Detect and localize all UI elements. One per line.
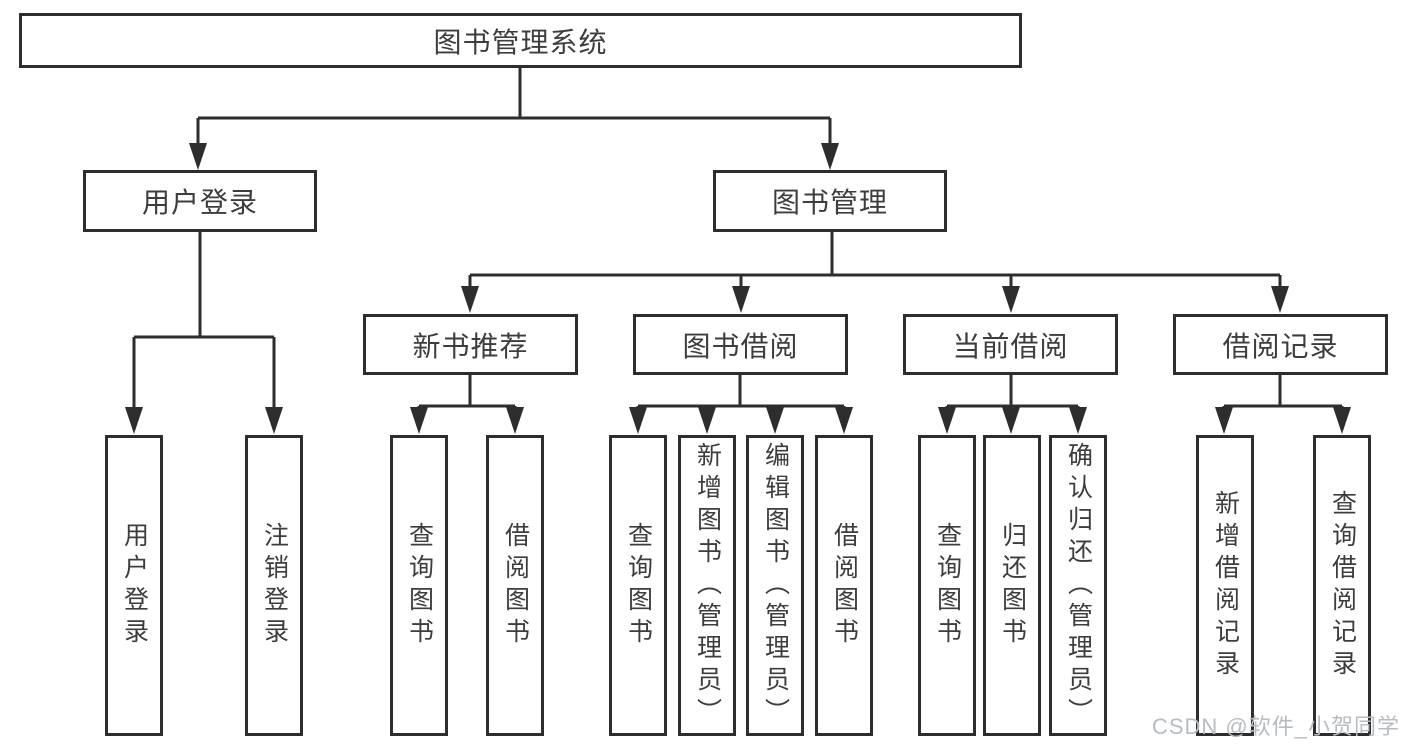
connector-new-book-rec xyxy=(417,375,517,409)
node-user-login: 用户登录 xyxy=(83,170,317,232)
node-current-borrow: 当前借阅 xyxy=(903,314,1118,375)
connector-borrow-records xyxy=(1222,375,1344,409)
connector-book-borrow xyxy=(636,375,846,409)
leaf-currentborrow-return-book: 归还图书 xyxy=(983,435,1041,736)
leaf-bookborrow-add-book-admin: 新增图书（管理员） xyxy=(678,435,736,736)
leaf-newbookrec-borrow-book: 借阅图书 xyxy=(486,435,544,736)
node-new-book-rec: 新书推荐 xyxy=(363,314,578,375)
connector-root xyxy=(196,68,832,146)
leaf-currentborrow-confirm-return-admin: 确认归还（管理员） xyxy=(1049,435,1107,736)
node-book-mgmt: 图书管理 xyxy=(713,170,947,232)
leaf-user-login: 用户登录 xyxy=(105,435,163,736)
leaf-currentborrow-query-book: 查询图书 xyxy=(918,435,976,736)
node-root: 图书管理系统 xyxy=(19,13,1022,68)
csdn-watermark: CSDN @软件_小贺同学 xyxy=(1151,714,1400,739)
connector-current-borrow xyxy=(945,375,1080,409)
leaf-borrowrecords-query-record: 查询借阅记录 xyxy=(1313,435,1371,736)
leaf-bookborrow-borrow-book: 借阅图书 xyxy=(815,435,873,736)
connector-user-login xyxy=(132,232,276,409)
leaf-newbookrec-query-book: 查询图书 xyxy=(390,435,448,736)
connector-book-mgmt xyxy=(468,232,1282,288)
leaf-logout: 注销登录 xyxy=(245,435,303,736)
leaf-borrowrecords-add-record: 新增借阅记录 xyxy=(1196,435,1254,736)
node-borrow-records: 借阅记录 xyxy=(1173,314,1388,375)
leaf-bookborrow-edit-book-admin: 编辑图书（管理员） xyxy=(746,435,804,736)
leaf-bookborrow-query-book: 查询图书 xyxy=(609,435,667,736)
node-book-borrow: 图书借阅 xyxy=(633,314,848,375)
